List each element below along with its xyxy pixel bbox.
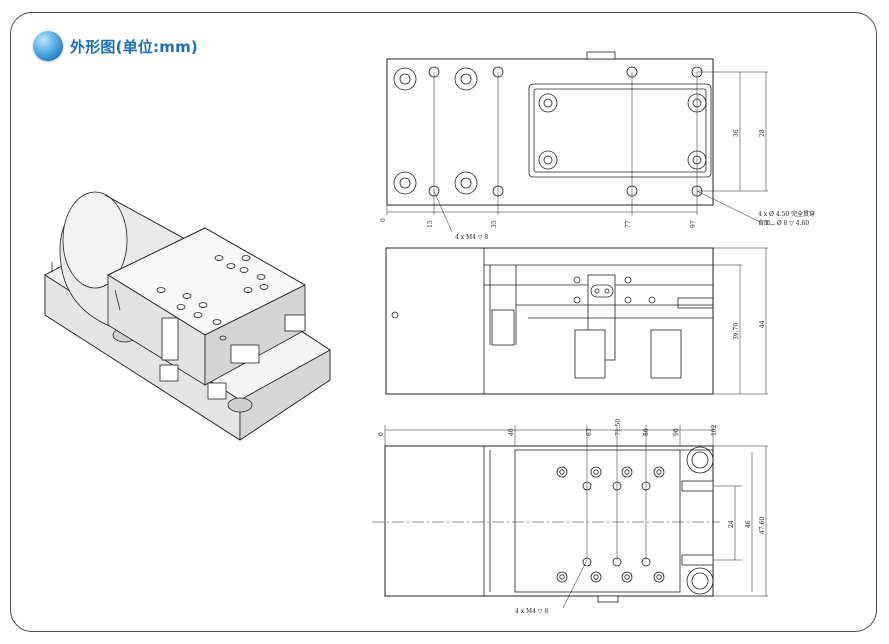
dimension-label: 39.70	[733, 323, 740, 340]
section-title: 外形图(单位:mm)	[70, 37, 198, 56]
dimension-label: 80	[643, 428, 650, 436]
section-header: 外形图(单位:mm)	[33, 31, 198, 61]
dimension-label: 0	[378, 432, 385, 436]
dimension-label: 44	[759, 320, 766, 328]
dimension-label: 4 x M4 ▽ 8	[515, 608, 548, 615]
dimension-label: 97	[690, 220, 697, 228]
isometric-view	[44, 191, 331, 441]
dimension-label: 63	[586, 428, 593, 436]
bottom-view: 0 40 63 71.50 80 90 102 24 46 47.60 4 x …	[372, 419, 768, 615]
top-view: 0 15 35 77 97 36 28 4 x M4 ▽ 8 4 x Ø 4.5…	[380, 51, 815, 241]
dimension-label: 40	[508, 428, 515, 436]
side-view: 39.70 44	[385, 247, 768, 395]
dimension-label: 102	[711, 424, 718, 436]
dimension-label: 47.60	[759, 517, 766, 534]
bullet-icon	[33, 31, 63, 61]
dimension-label: 46	[745, 520, 752, 528]
dimension-label: 15	[427, 220, 434, 228]
dimension-label: 0	[380, 218, 387, 222]
dimension-label: 24	[728, 520, 735, 528]
dimension-label: 36	[733, 129, 740, 137]
dimension-label: 背面⌴ Ø 8 ▽ 4.60	[758, 219, 809, 227]
dimension-label: 4 x Ø 4.50 完全贯穿	[758, 210, 815, 218]
dimension-label: 90	[673, 428, 680, 436]
dimension-label: 28	[759, 129, 766, 137]
dimension-label: 77	[625, 220, 632, 228]
dimension-label: 71.50	[615, 419, 622, 436]
dimension-label: 4 x M4 ▽ 8	[455, 234, 488, 241]
dimension-label: 35	[491, 220, 498, 228]
